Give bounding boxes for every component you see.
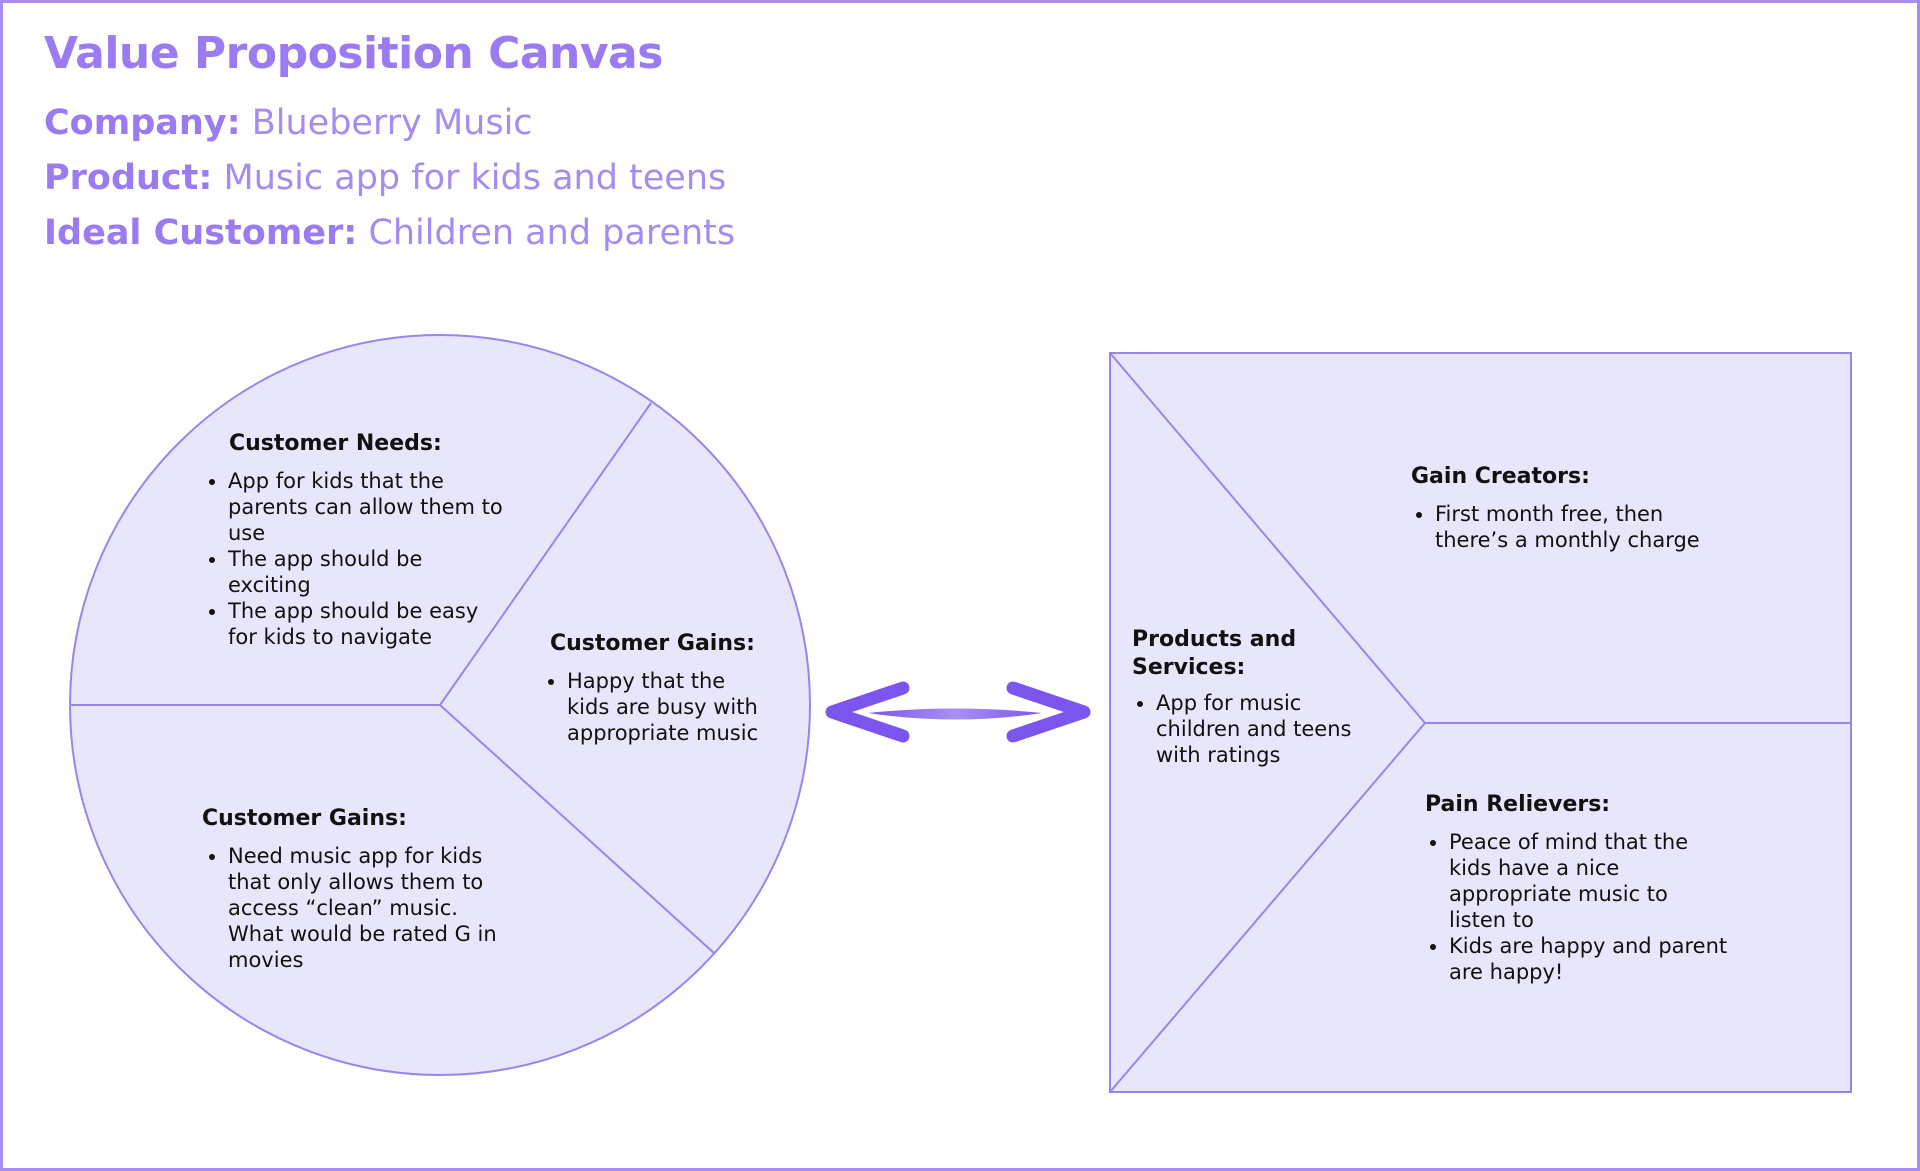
customer-gains-right-heading: Customer Gains:	[550, 631, 755, 656]
products-services-heading: Products and Services:	[1132, 627, 1297, 680]
list-item: The app should be easy for kids to navig…	[228, 598, 504, 650]
list-item: The app should be exciting	[228, 546, 504, 598]
value-map-divider-upper	[1109, 352, 1426, 724]
gain-creators-list: First month free, then there’s a monthly…	[1411, 501, 1711, 553]
company-label: Company:	[44, 103, 241, 143]
value-map-divider-lower	[1109, 722, 1426, 1093]
product-line: Product: Music app for kids and teens	[44, 158, 726, 198]
pain-relievers-section: Pain Relievers: Peace of mind that the k…	[1425, 791, 1730, 985]
ideal-customer-value: Children and parents	[368, 213, 736, 253]
products-services-list: App for music children and teens with ra…	[1132, 690, 1372, 768]
list-item: Peace of mind that the kids have a nice …	[1449, 829, 1730, 933]
customer-needs-heading: Customer Needs:	[229, 431, 442, 456]
customer-needs-list: App for kids that the parents can allow …	[204, 468, 504, 650]
products-services-section: Products and Services: App for music chi…	[1132, 626, 1372, 768]
gain-creators-section: Gain Creators: First month free, then th…	[1411, 463, 1711, 553]
customer-gains-bottom-section: Customer Gains: Need music app for kids …	[202, 805, 504, 973]
double-arrow-icon	[825, 681, 1091, 743]
ideal-customer-line: Ideal Customer: Children and parents	[44, 213, 735, 253]
ideal-customer-label: Ideal Customer:	[44, 213, 358, 253]
list-item: App for kids that the parents can allow …	[228, 468, 504, 546]
customer-gains-right-section: Customer Gains: Happy that the kids are …	[543, 630, 773, 746]
circle-divider-lower	[439, 704, 716, 955]
pain-relievers-heading: Pain Relievers:	[1425, 792, 1611, 817]
company-line: Company: Blueberry Music	[44, 103, 533, 143]
customer-gains-right-list: Happy that the kids are busy with approp…	[543, 668, 773, 746]
list-item: First month free, then there’s a monthly…	[1435, 501, 1711, 553]
customer-gains-bottom-list: Need music app for kids that only allows…	[204, 843, 504, 973]
circle-divider-upper	[439, 402, 652, 706]
customer-gains-bottom-heading: Customer Gains:	[202, 806, 407, 831]
pain-relievers-list: Peace of mind that the kids have a nice …	[1425, 829, 1730, 985]
product-label: Product:	[44, 158, 213, 198]
list-item: Need music app for kids that only allows…	[228, 843, 504, 973]
list-item: App for music children and teens with ra…	[1156, 690, 1372, 768]
customer-needs-section: Customer Needs: App for kids that the pa…	[204, 430, 504, 650]
page-title: Value Proposition Canvas	[44, 28, 663, 79]
list-item: Kids are happy and parent are happy!	[1449, 933, 1730, 985]
company-value: Blueberry Music	[251, 103, 533, 143]
list-item: Happy that the kids are busy with approp…	[567, 668, 773, 746]
gain-creators-heading: Gain Creators:	[1411, 464, 1590, 489]
product-value: Music app for kids and teens	[223, 158, 727, 198]
